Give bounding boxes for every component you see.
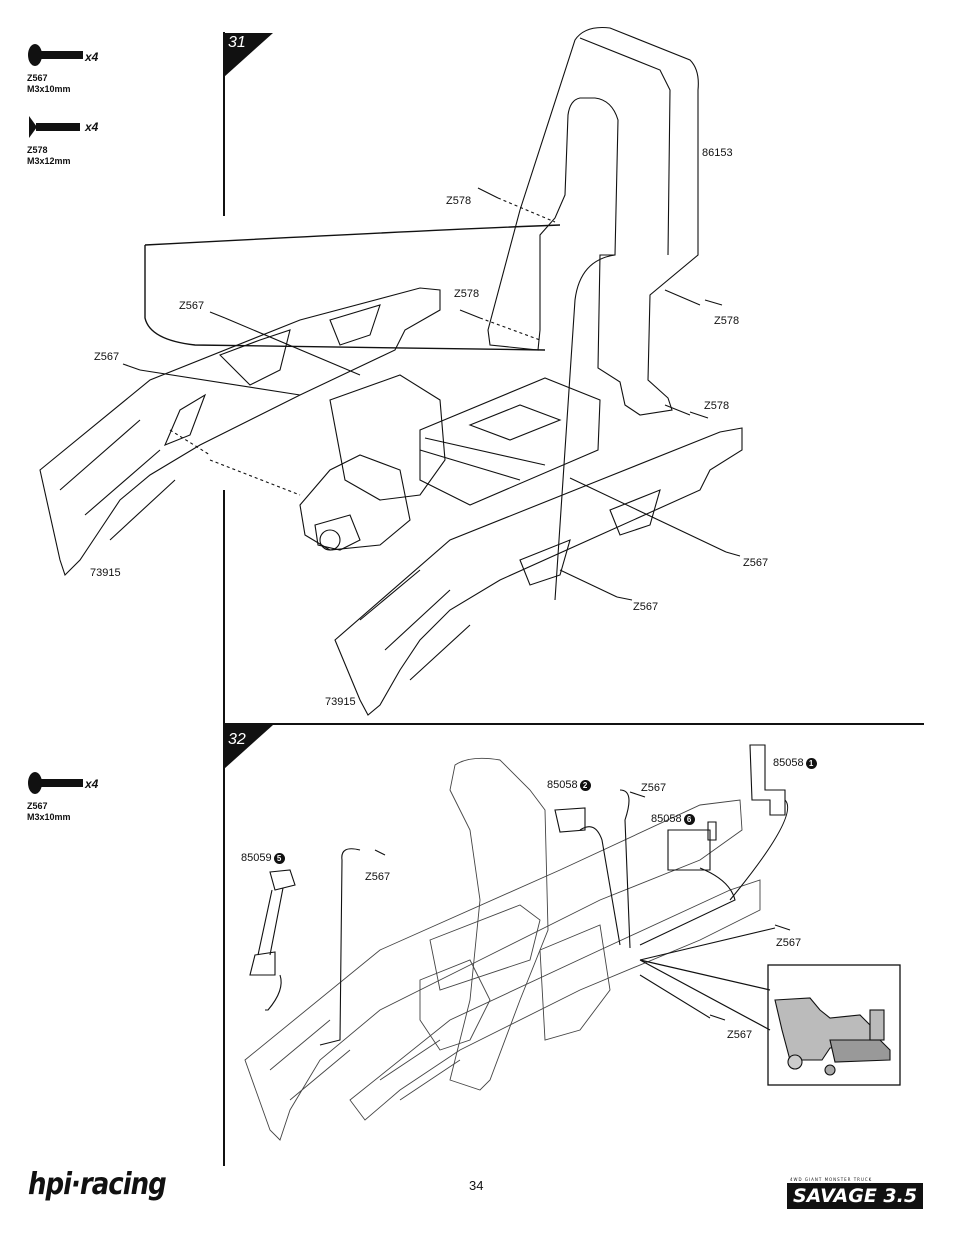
part-code-z567-step32: Z567	[27, 801, 48, 811]
savage-logo-tagline: 4WD GIANT MONSTER TRUCK	[790, 1177, 873, 1182]
callout-z578-c: Z578	[714, 315, 740, 327]
callout-73915-left: 73915	[90, 567, 121, 579]
part-code-z567: Z567	[27, 73, 48, 83]
hpi-racing-logo: hpi·racing	[28, 1167, 167, 1203]
callout-z567-step32-d: Z567	[727, 1029, 753, 1041]
callout-z567-step32-a: Z567	[641, 782, 667, 794]
step-number-31: 31	[228, 34, 246, 51]
step-divider-vertical-32	[223, 723, 225, 1166]
screw-icon	[29, 116, 80, 138]
callout-z567-step32-c: Z567	[776, 937, 802, 949]
part-size-z578: M3x12mm	[27, 156, 71, 166]
part-item-z567: x4 Z567 M3x10mm	[27, 42, 98, 95]
part-item-z567-step32: x4 Z567 M3x10mm	[27, 770, 98, 823]
screw-icon	[28, 772, 83, 794]
qty-z567: x4	[85, 50, 99, 64]
callout-z578-d: Z578	[704, 400, 730, 412]
qty-z567-step32: x4	[85, 777, 99, 791]
part-size-z567-step32: M3x10mm	[27, 812, 71, 822]
savage-logo: SAVAGE 3.5	[787, 1183, 924, 1209]
callout-86153: 86153	[702, 147, 733, 159]
callout-z567-step32-b: Z567	[365, 871, 391, 883]
page-number: 34	[469, 1178, 484, 1193]
callout-z567-d: Z567	[633, 601, 659, 613]
step-number-32: 32	[228, 731, 246, 748]
callout-z578-a: Z578	[446, 195, 472, 207]
callout-z567-a: Z567	[179, 300, 205, 312]
callout-z567-b: Z567	[94, 351, 120, 363]
step-divider-vertical-31	[223, 32, 225, 216]
part-size-z567: M3x10mm	[27, 84, 71, 94]
callout-z567-c: Z567	[743, 557, 769, 569]
callout-73915-right: 73915	[325, 696, 356, 708]
step-divider-horizontal	[223, 723, 924, 725]
screw-icon	[28, 44, 83, 66]
step-divider-vertical-31b	[223, 490, 225, 724]
callout-z578-b: Z578	[454, 288, 480, 300]
part-item-z578: x4 Z578 M3x12mm	[27, 114, 98, 167]
part-code-z578: Z578	[27, 145, 48, 155]
qty-z578: x4	[85, 120, 99, 134]
